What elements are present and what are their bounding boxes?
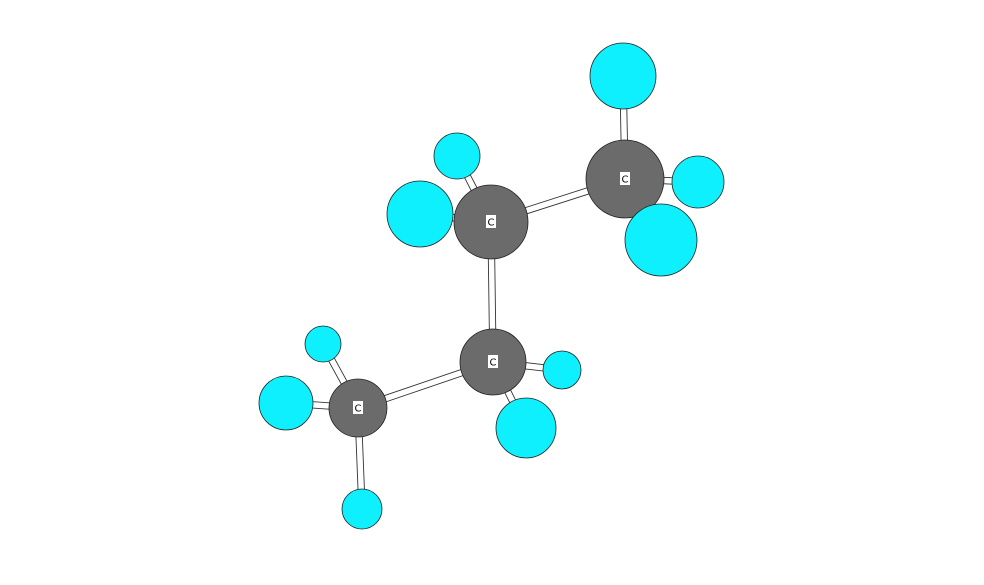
- hydrogen-sphere: [589, 42, 657, 110]
- atom-c1[interactable]: C: [328, 378, 388, 438]
- hydrogen-sphere: [495, 397, 557, 459]
- atom-label: C: [622, 175, 629, 186]
- atom-h1[interactable]: [258, 375, 314, 431]
- atoms-layer: C C C C: [258, 42, 725, 530]
- hydrogen-sphere: [341, 488, 383, 530]
- hydrogen-sphere: [304, 325, 342, 363]
- atom-label-background: [486, 215, 496, 228]
- hydrogen-sphere: [624, 203, 698, 277]
- hydrogen-sphere: [386, 180, 454, 248]
- atom-label-background: [620, 172, 630, 185]
- atom-label: C: [355, 404, 362, 415]
- atom-label: C: [488, 218, 495, 229]
- atom-h3[interactable]: [341, 488, 383, 530]
- atom-c2[interactable]: C: [459, 328, 527, 396]
- atom-h4[interactable]: [495, 397, 557, 459]
- hydrogen-sphere: [542, 350, 582, 390]
- hydrogen-sphere: [671, 155, 725, 209]
- atom-h5[interactable]: [542, 350, 582, 390]
- atom-h8[interactable]: [589, 42, 657, 110]
- atom-label-background: [353, 401, 363, 414]
- atom-c4[interactable]: C: [585, 139, 665, 219]
- atom-c3[interactable]: C: [453, 184, 529, 260]
- atom-h2[interactable]: [304, 325, 342, 363]
- hydrogen-sphere: [258, 375, 314, 431]
- atom-label: C: [490, 358, 497, 369]
- atom-h10[interactable]: [624, 203, 698, 277]
- hydrogen-sphere: [433, 132, 481, 180]
- atom-h6[interactable]: [386, 180, 454, 248]
- atom-h7[interactable]: [433, 132, 481, 180]
- atom-h9[interactable]: [671, 155, 725, 209]
- atom-label-background: [488, 355, 498, 368]
